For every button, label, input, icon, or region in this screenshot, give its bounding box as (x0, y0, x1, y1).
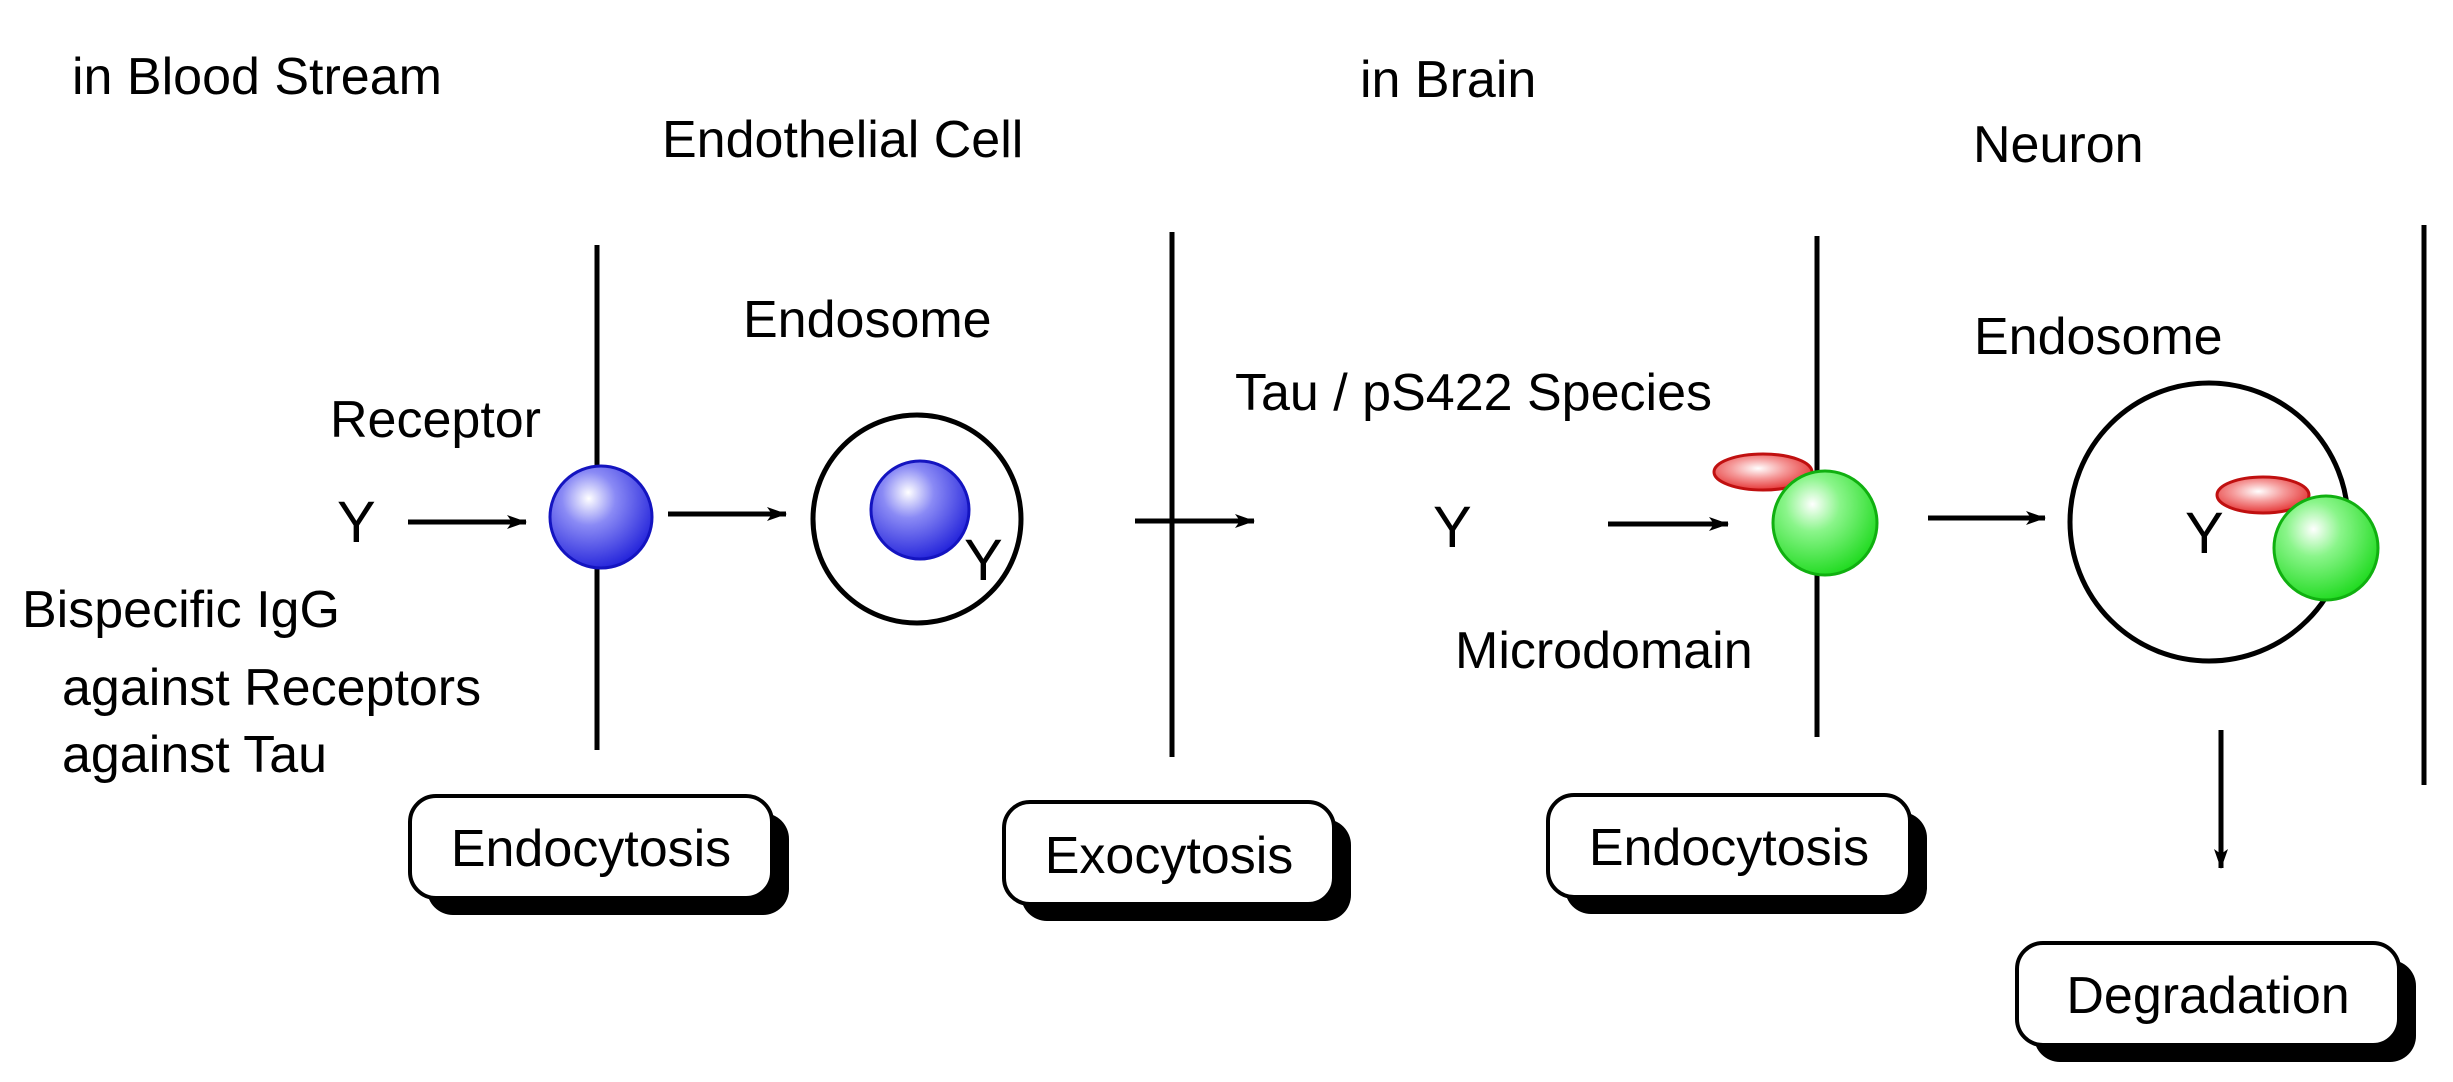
antibody-icon-neuron: Y (2185, 501, 2224, 566)
endosome-microdomain-icon (2272, 494, 2380, 602)
label-microdomain: Microdomain (1455, 622, 1753, 680)
label-endosome-left: Endosome (743, 291, 992, 349)
microdomain-icon (1771, 469, 1879, 577)
step-label-degradation: Degradation (2066, 967, 2349, 1025)
endosome-tau-icon (2215, 475, 2311, 515)
label-against-tau: against Tau (62, 726, 327, 784)
label-endosome-right: Endosome (1974, 308, 2223, 366)
receptor-icon (548, 464, 654, 570)
step-box-exocytosis: Exocytosis (1002, 800, 1351, 921)
antibody-icon-blood: Y (337, 490, 376, 555)
endosome-receptor-icon (869, 459, 971, 561)
label-blood-stream: in Blood Stream (72, 48, 442, 106)
label-receptor: Receptor (330, 391, 541, 449)
label-endothelial-cell: Endothelial Cell (662, 111, 1023, 169)
antibody-icon-endosome: Y (964, 528, 1003, 593)
label-brain: in Brain (1360, 51, 1536, 109)
antibody-icon-brain: Y (1433, 495, 1472, 560)
endosome-left-icon (810, 412, 1024, 626)
label-tau-species: Tau / pS422 Species (1235, 364, 1712, 422)
step-label-exocytosis: Exocytosis (1045, 827, 1294, 885)
step-box-endocytosis-1: Endocytosis (408, 794, 789, 915)
label-neuron: Neuron (1973, 116, 2144, 174)
step-box-endocytosis-2: Endocytosis (1546, 793, 1927, 914)
step-box-degradation: Degradation (2015, 941, 2416, 1062)
label-bispecific-igg: Bispecific IgG (22, 581, 340, 639)
label-against-receptors: against Receptors (62, 659, 481, 717)
step-label-endocytosis-1: Endocytosis (451, 820, 731, 878)
step-label-endocytosis-2: Endocytosis (1589, 819, 1869, 877)
